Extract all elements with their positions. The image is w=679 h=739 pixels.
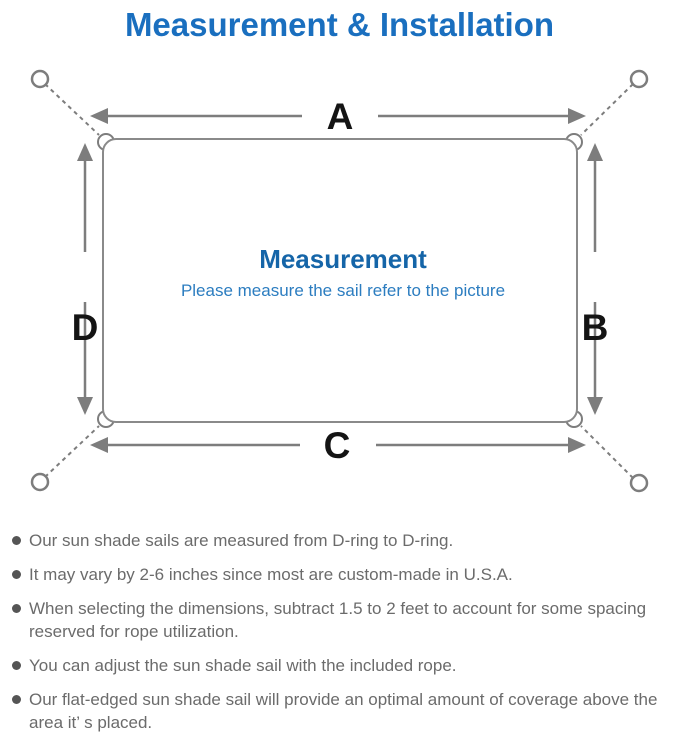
page-title: Measurement & Installation [124, 6, 555, 43]
measure-arrow-b [587, 143, 603, 415]
label-c: C [324, 425, 351, 466]
rope-top-left [44, 83, 100, 136]
anchor-ring-bottom-left [30, 472, 50, 492]
title-bar: Measurement & Installation [0, 0, 679, 50]
anchor-ring-bottom-right [629, 473, 649, 493]
note-text: When selecting the dimensions, subtract … [29, 599, 647, 641]
notes-list: Our sun shade sails are measured from D-… [0, 515, 679, 734]
rope-top-right [580, 83, 634, 136]
label-d: D [72, 307, 99, 348]
anchor-ring-top-left [30, 69, 50, 89]
measure-arrows [77, 108, 603, 453]
note-text: It may vary by 2-6 inches since most are… [29, 565, 513, 584]
sail-outline [102, 138, 578, 423]
note-item: Our flat-edged sun shade sail will provi… [10, 688, 665, 734]
sail-center-title: Measurement [259, 244, 427, 274]
anchor-ring-top-right [629, 69, 649, 89]
bullet-icon [12, 604, 21, 613]
sail-center-subtitle: Please measure the sail refer to the pic… [181, 281, 505, 300]
label-b: B [582, 307, 609, 348]
rope-bottom-right [580, 425, 634, 479]
note-text: You can adjust the sun shade sail with t… [29, 656, 457, 675]
measure-arrow-a [90, 108, 586, 124]
rope-bottom-left [44, 425, 100, 478]
measure-arrow-d [77, 143, 93, 415]
measure-arrow-c [90, 437, 586, 453]
sail-diagram-svg: A B C D Measurement Please measure the s… [30, 69, 649, 493]
measurement-diagram: A B C D Measurement Please measure the s… [0, 50, 679, 515]
bullet-icon [12, 570, 21, 579]
bullet-icon [12, 661, 21, 670]
bullet-icon [12, 695, 21, 704]
note-item: Our sun shade sails are measured from D-… [10, 529, 665, 552]
dimension-labels: A B C D [72, 96, 609, 466]
anchor-rings [30, 69, 649, 493]
note-item: You can adjust the sun shade sail with t… [10, 654, 665, 677]
bullet-icon [12, 536, 21, 545]
note-text: Our flat-edged sun shade sail will provi… [29, 690, 658, 732]
note-text: Our sun shade sails are measured from D-… [29, 531, 454, 550]
note-item: It may vary by 2-6 inches since most are… [10, 563, 665, 586]
label-a: A [327, 96, 354, 137]
note-item: When selecting the dimensions, subtract … [10, 597, 665, 643]
